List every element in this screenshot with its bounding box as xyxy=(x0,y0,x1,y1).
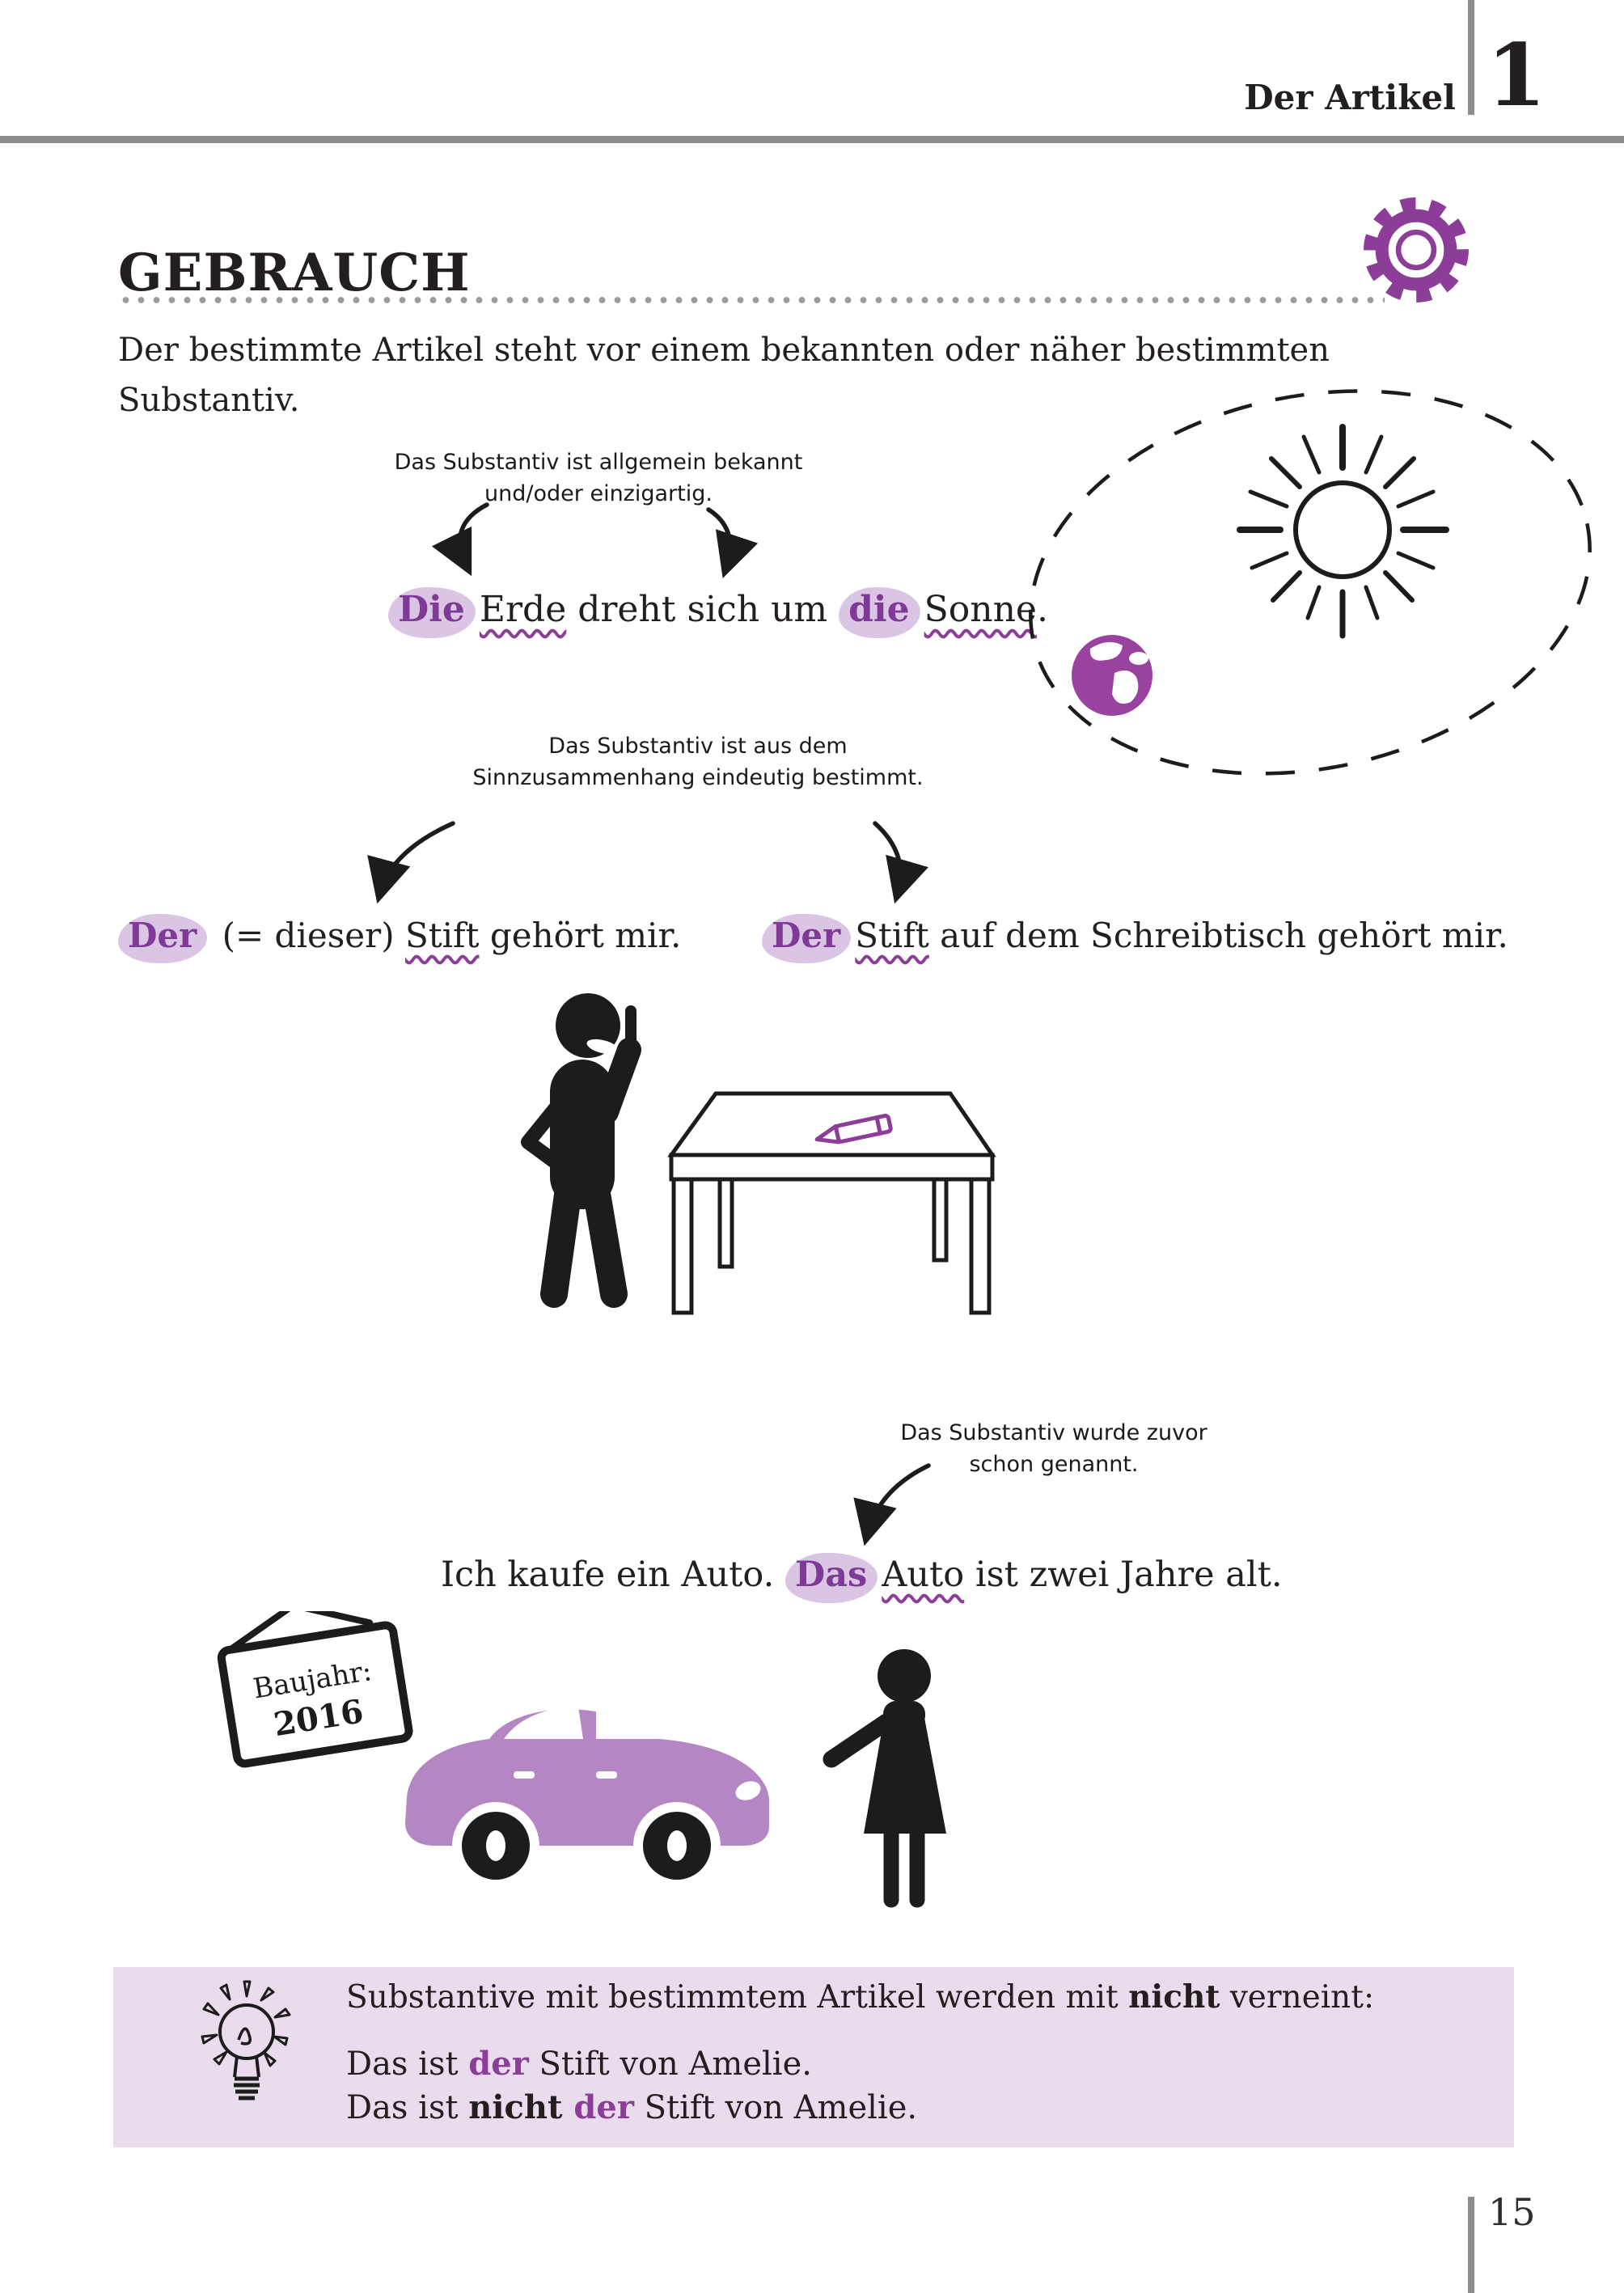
chapter-label: Der Artikel xyxy=(1244,78,1456,117)
tip-line3-der: der xyxy=(573,2088,634,2126)
header-horizontal-rule xyxy=(0,136,1624,143)
chapter-number: 1 xyxy=(1487,24,1546,125)
tip-line2-der: der xyxy=(468,2045,529,2083)
lightbulb-icon xyxy=(194,1975,299,2121)
person-icon xyxy=(521,993,641,1308)
noun-stift-2: Stift xyxy=(855,916,929,955)
note2-line1: Das Substantiv ist aus dem xyxy=(548,734,848,759)
article-die-1: Die xyxy=(388,587,476,638)
sentence3-end: ist zwei Jahre alt. xyxy=(964,1555,1283,1595)
tip-line3-pre: Das ist xyxy=(346,2089,469,2126)
note1-line1: Das Substantiv ist allgemein bekannt xyxy=(394,450,803,475)
note2-line2: Sinnzusammenhang eindeutig bestimmt. xyxy=(472,765,924,791)
article-der-2: Der xyxy=(762,914,852,963)
tip-rule-line: Substantive mit bestimmtem Artikel werde… xyxy=(346,1978,1374,2016)
note1-line2: und/oder einzigartig. xyxy=(484,481,713,507)
tip-box: Substantive mit bestimmtem Artikel werde… xyxy=(113,1967,1514,2147)
car-icon xyxy=(405,1707,769,1889)
article-das: Das xyxy=(785,1553,878,1603)
intro-paragraph: Der bestimmte Artikel steht vor einem be… xyxy=(118,332,1330,419)
arrow-note2-right xyxy=(873,821,928,904)
tip-line2-pre: Das ist xyxy=(346,2046,469,2083)
earth-icon xyxy=(1072,635,1152,716)
note-zuvor-genannt: Das Substantiv wurde zuvor schon genannt… xyxy=(771,1417,1337,1480)
tip-line1-post: verneint: xyxy=(1220,1979,1375,2016)
person-table-illustration xyxy=(521,993,996,1315)
woman-icon xyxy=(823,1649,946,1908)
sun-orbit-illustration xyxy=(1029,389,1592,776)
sentence3-start: Ich kaufe ein Auto. xyxy=(441,1555,785,1595)
car-scene-illustration: Baujahr: 2016 xyxy=(217,1611,946,1908)
noun-auto: Auto xyxy=(882,1555,965,1595)
sentence2b-end: auf dem Schreibtisch gehört mir. xyxy=(928,916,1508,955)
arrow-note1-right xyxy=(706,507,759,579)
table-icon xyxy=(667,1091,996,1315)
footer-vertical-rule xyxy=(1468,2197,1474,2293)
note-sinnzusammenhang: Das Substantiv ist aus dem Sinnzusammenh… xyxy=(374,730,1021,793)
gear-icon xyxy=(1357,191,1475,309)
page-number: 15 xyxy=(1488,2190,1536,2234)
tip-line2-post: Stift von Amelie. xyxy=(528,2046,812,2083)
note3-line2: schon genannt. xyxy=(969,1452,1139,1478)
note3-line1: Das Substantiv wurde zuvor xyxy=(900,1420,1207,1445)
article-der-1: Der xyxy=(118,914,208,963)
article-die-2: die xyxy=(839,587,920,638)
dotted-rule xyxy=(118,294,1385,306)
sentence2a-end: gehört mir. xyxy=(479,916,682,955)
tip-example-positive: Das ist der Stift von Amelie. xyxy=(346,2045,812,2083)
section-title: GEBRAUCH xyxy=(118,243,471,303)
sentence1-mid: dreht sich um xyxy=(566,589,839,630)
noun-stift-1: Stift xyxy=(404,916,480,955)
tip-example-negative: Das ist nicht der Stift von Amelie. xyxy=(346,2088,917,2126)
noun-erde: Erde xyxy=(479,589,567,630)
baujahr-sign: Baujahr: 2016 xyxy=(217,1611,413,1768)
orbit-path xyxy=(1029,389,1592,776)
sentence1-end: . xyxy=(1036,589,1048,630)
arrow-note2-left xyxy=(367,821,455,904)
arrow-note1-left xyxy=(431,502,489,577)
sun-icon xyxy=(1237,424,1449,639)
tip-line3-post: Stift von Amelie. xyxy=(633,2089,918,2126)
note-allgemein-bekannt: Das Substantiv ist allgemein bekannt und… xyxy=(348,446,849,510)
tip-line1-pre: Substantive mit bestimmtem Artikel werde… xyxy=(346,1979,1129,2016)
sentence2a-mid: (= dieser) xyxy=(211,916,405,955)
tip-line3-nicht: nicht xyxy=(468,2088,574,2126)
example-sentence-stift-dieser: Der (= dieser) Stift gehört mir. xyxy=(118,914,681,963)
tip-line1-nicht: nicht xyxy=(1128,1978,1220,2016)
noun-sonne: Sonne xyxy=(924,589,1037,630)
header-vertical-rule xyxy=(1468,0,1474,115)
pencil-icon xyxy=(814,1114,893,1144)
